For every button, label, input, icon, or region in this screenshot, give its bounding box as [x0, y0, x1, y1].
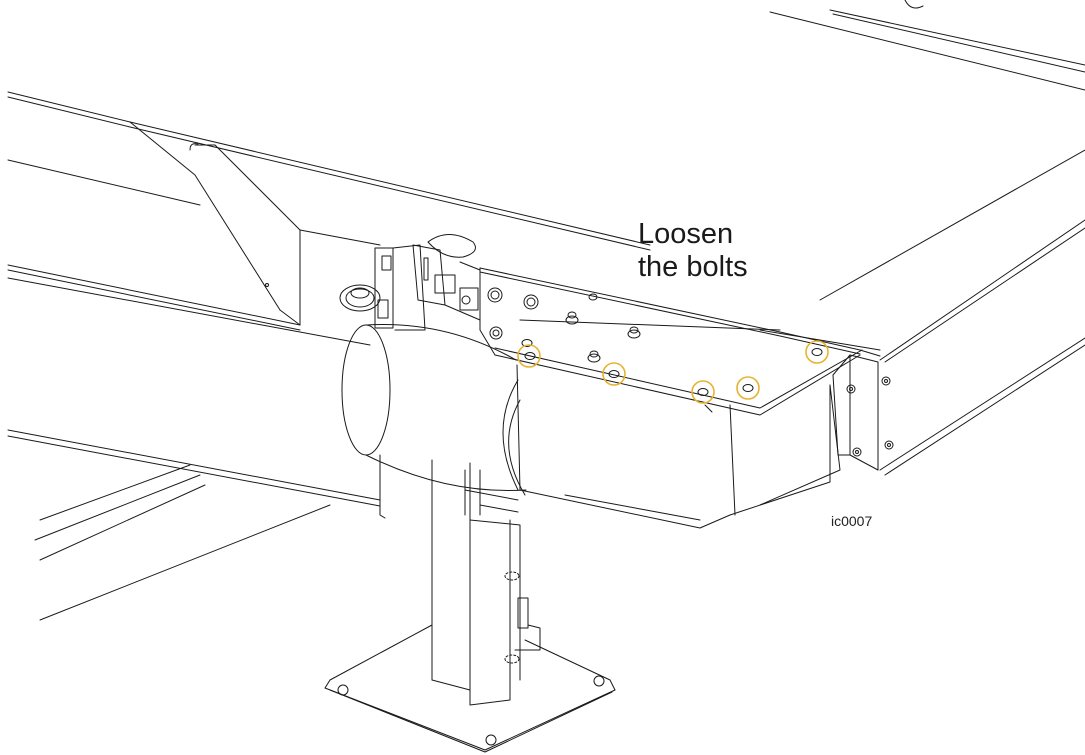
- bolt-highlight-circle: [736, 376, 760, 400]
- callout-text: Loosen the bolts: [638, 218, 748, 284]
- figure-id: ic0007: [831, 513, 873, 529]
- callout-line-1: Loosen: [638, 218, 734, 250]
- pulley-assembly: [339, 244, 426, 331]
- bolt-highlight-circle: [602, 362, 626, 386]
- left-frame: [7, 91, 651, 621]
- drive-drum: [341, 323, 527, 492]
- latch: [412, 234, 481, 321]
- motor-housing: [508, 364, 841, 529]
- bolt-highlight-circle: [805, 340, 829, 364]
- support-post: [324, 459, 616, 753]
- bolt-highlight-circle: [517, 344, 541, 368]
- right-bed: [769, 0, 1085, 476]
- highlighted-bolts: [517, 340, 829, 404]
- mounting-plate: [479, 267, 881, 416]
- callout-line-2: the bolts: [638, 251, 748, 283]
- bolt-highlight-circle: [691, 380, 715, 404]
